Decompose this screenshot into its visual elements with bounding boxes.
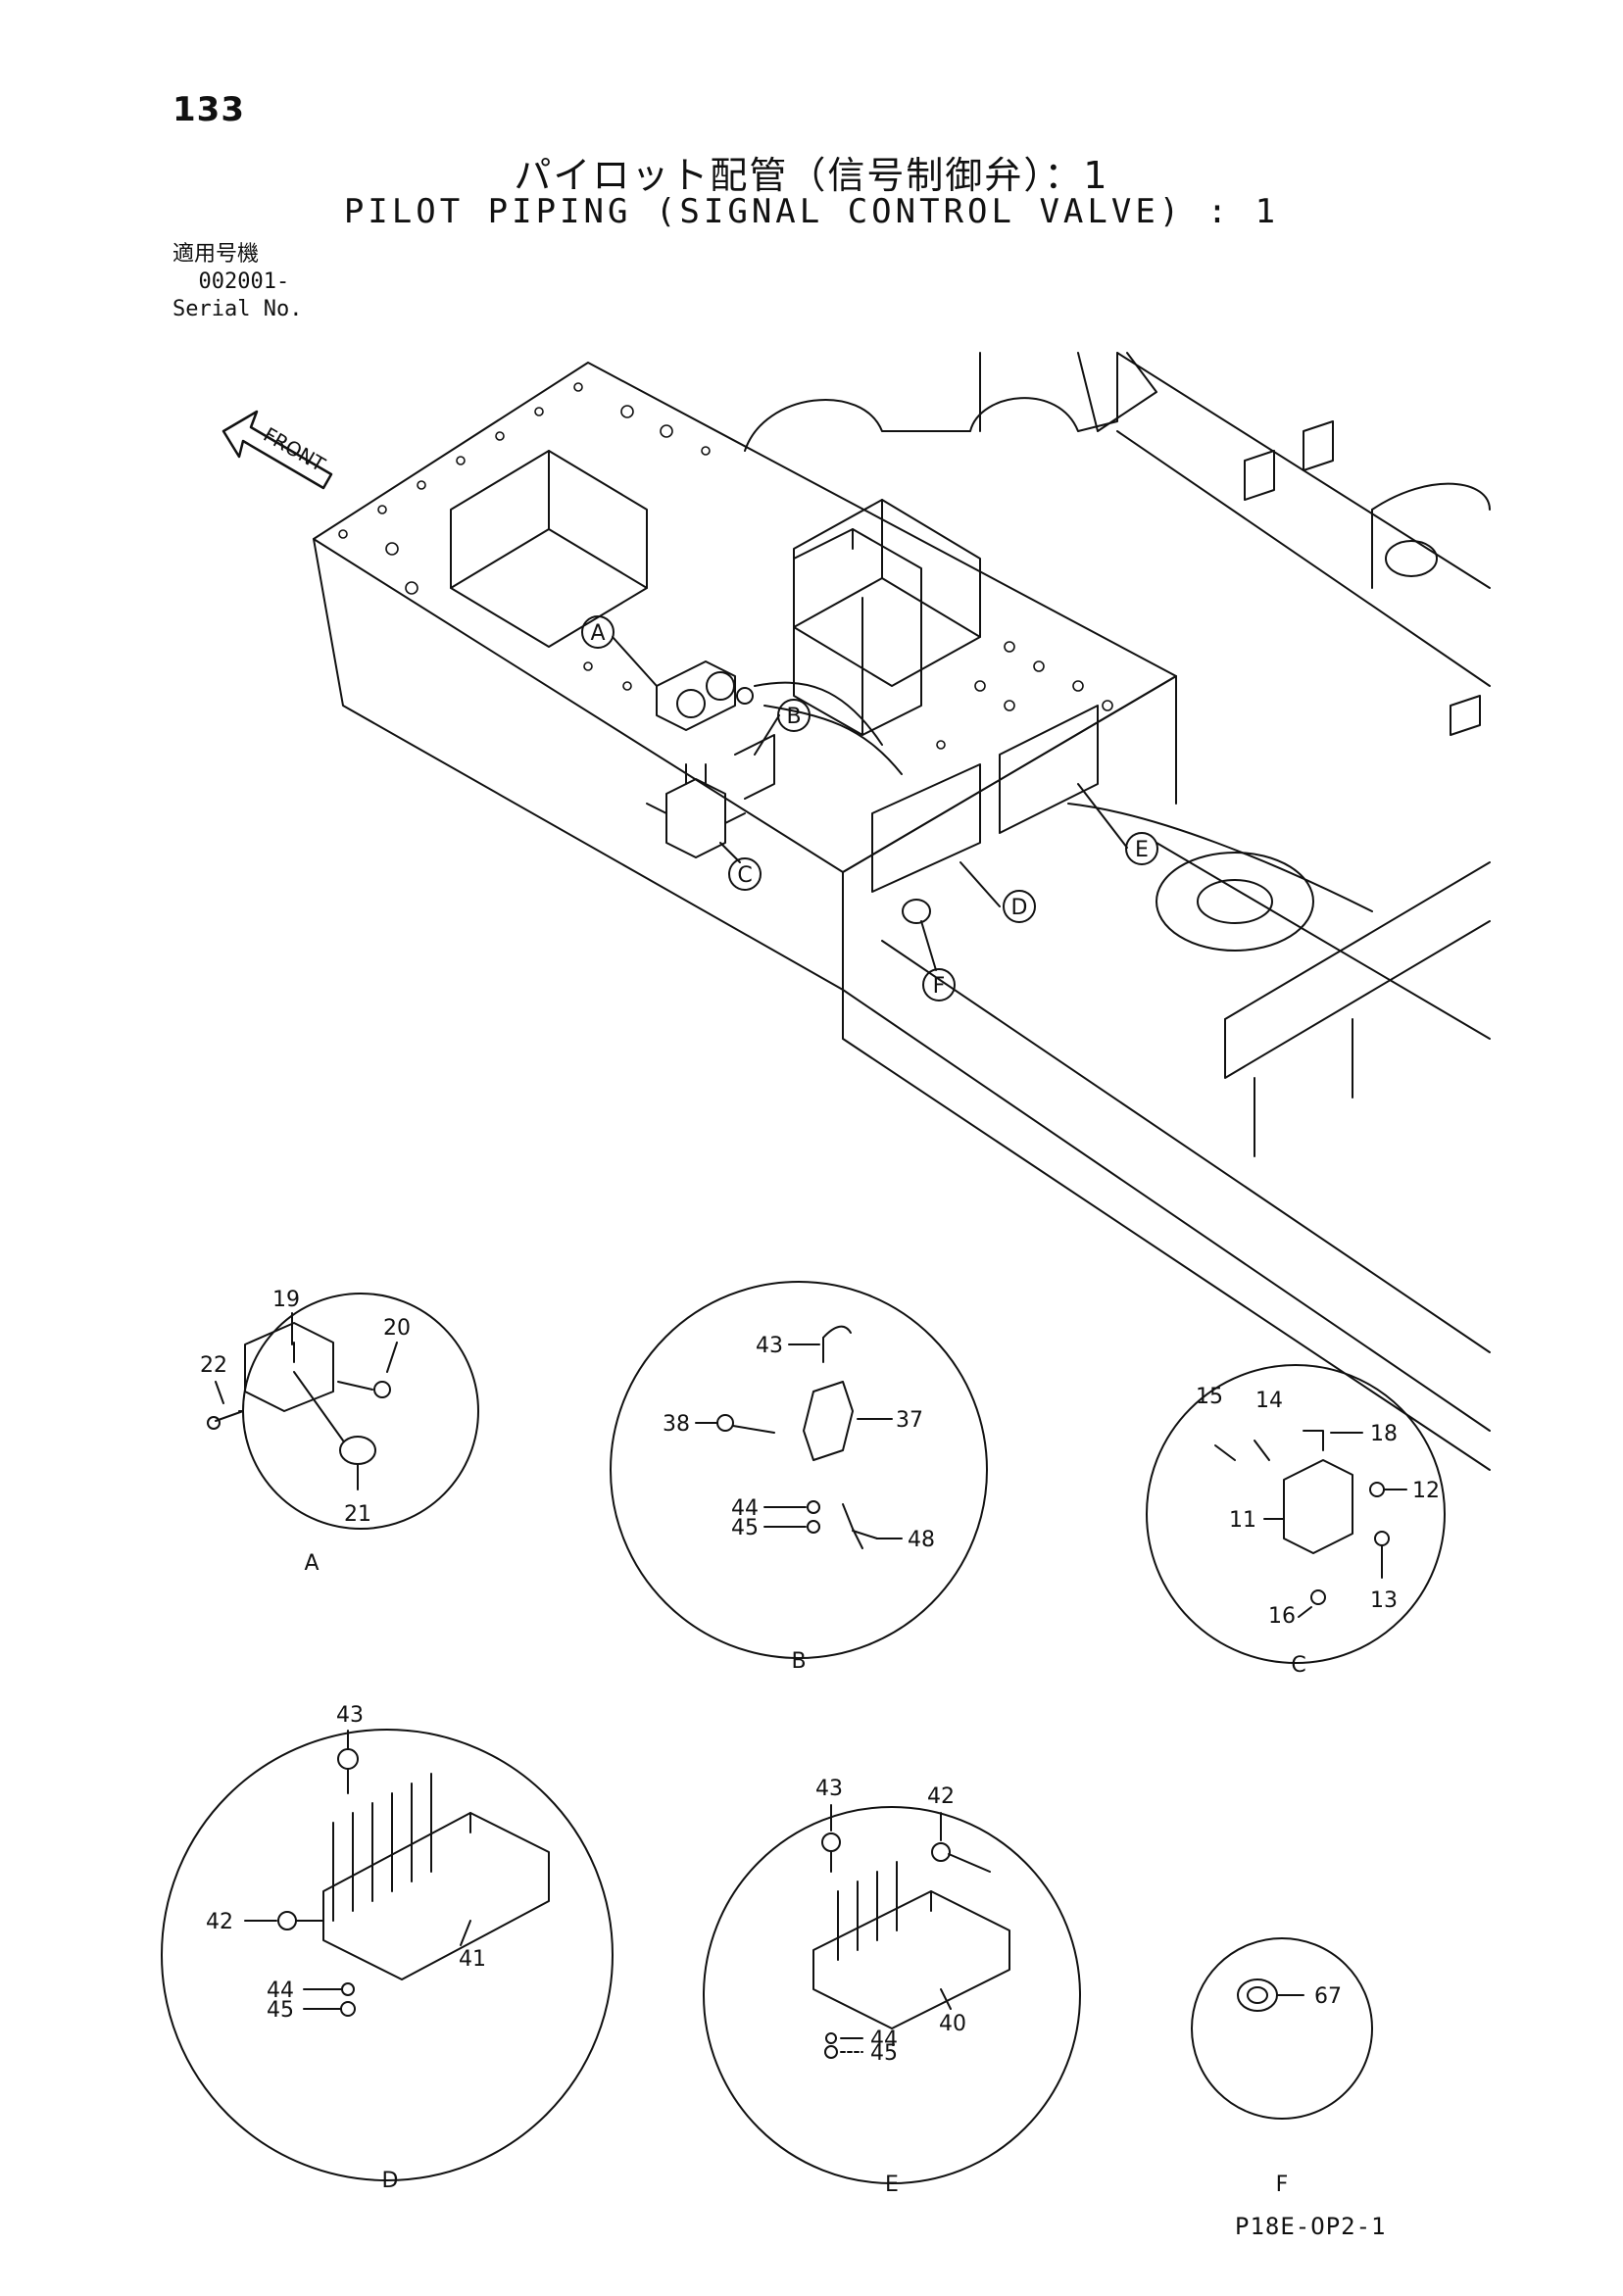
valve-c bbox=[646, 763, 746, 858]
detail-c-label: C bbox=[1291, 1653, 1305, 1678]
detail-e: 43 42 40 44 45 E bbox=[703, 1777, 1081, 2197]
serial-label-jp: 適用号機 bbox=[172, 242, 260, 267]
page-title-english: PILOT PIPING (SIGNAL CONTROL VALVE) : 1 bbox=[343, 192, 1280, 231]
block-d bbox=[871, 763, 981, 893]
detail-f-part-67: 67 bbox=[1314, 1984, 1342, 2009]
detail-e-label: E bbox=[885, 2173, 899, 2197]
detail-b-part-43: 43 bbox=[756, 1334, 783, 1358]
bolt-holes bbox=[338, 382, 1113, 750]
callout-b: B bbox=[786, 705, 801, 729]
detail-a-part-22: 22 bbox=[200, 1353, 227, 1378]
detail-a-label: A bbox=[304, 1551, 319, 1576]
detail-b-part-38: 38 bbox=[663, 1412, 690, 1437]
detail-d: 43 42 41 44 45 D bbox=[161, 1703, 614, 2193]
detail-a-part-21: 21 bbox=[344, 1502, 371, 1527]
bracket-b bbox=[734, 734, 775, 800]
page-number: 133 bbox=[172, 90, 245, 129]
serial-label-en: Serial No. bbox=[172, 297, 303, 321]
callout-e: E bbox=[1135, 838, 1149, 862]
detail-b-part-45: 45 bbox=[731, 1516, 759, 1540]
detail-f-label: F bbox=[1276, 2173, 1289, 2197]
callout-c: C bbox=[737, 863, 752, 888]
detail-b-part-48: 48 bbox=[908, 1528, 935, 1552]
serial-value: 002001- bbox=[198, 269, 290, 294]
detail-b-part-44: 44 bbox=[731, 1496, 759, 1521]
detail-e-part-40: 40 bbox=[939, 2012, 966, 2036]
detail-d-part-43: 43 bbox=[336, 1703, 364, 1728]
detail-c-part-14: 14 bbox=[1255, 1389, 1283, 1413]
detail-a-part-19: 19 bbox=[272, 1288, 300, 1312]
detail-d-part-42: 42 bbox=[206, 1910, 233, 1934]
detail-e-part-45: 45 bbox=[870, 2041, 898, 2066]
overview-callouts bbox=[581, 615, 1158, 1001]
detail-e-part-44: 44 bbox=[870, 2027, 898, 2052]
detail-c-part-12: 12 bbox=[1412, 1479, 1440, 1503]
block-e bbox=[999, 705, 1099, 834]
callout-a: A bbox=[590, 621, 605, 646]
page-title-japanese: パイロット配管（信号制御弁）：1 bbox=[514, 154, 1109, 197]
detail-c-part-11: 11 bbox=[1229, 1508, 1256, 1533]
detail-b-part-37: 37 bbox=[896, 1408, 923, 1433]
detail-c-part-18: 18 bbox=[1370, 1422, 1398, 1446]
detail-f: 67 F bbox=[1191, 1937, 1373, 2197]
detail-c-part-16: 16 bbox=[1268, 1604, 1296, 1629]
detail-a: 19 20 22 21 A bbox=[200, 1288, 479, 1576]
detail-b-label: B bbox=[791, 1649, 806, 1674]
detail-b: 43 38 37 44 45 48 B bbox=[610, 1281, 988, 1674]
valve-a bbox=[656, 660, 754, 731]
callout-f: F bbox=[933, 974, 946, 999]
detail-e-part-43: 43 bbox=[815, 1777, 843, 1801]
detail-d-part-44: 44 bbox=[267, 1978, 294, 2003]
overview-drawing: FRONT bbox=[221, 352, 1491, 1471]
fitting-f bbox=[902, 899, 931, 924]
document-reference: P18E-OP2-1 bbox=[1235, 2213, 1387, 2240]
detail-e-part-42: 42 bbox=[927, 1784, 955, 1809]
detail-a-part-20: 20 bbox=[383, 1316, 411, 1341]
detail-d-part-45: 45 bbox=[267, 1998, 294, 2023]
detail-c: 15 14 18 12 11 16 13 C bbox=[1146, 1364, 1446, 1678]
detail-c-part-13: 13 bbox=[1370, 1588, 1398, 1613]
detail-d-label: D bbox=[382, 2169, 399, 2193]
detail-c-part-15: 15 bbox=[1196, 1385, 1223, 1409]
detail-d-part-41: 41 bbox=[459, 1947, 486, 1972]
front-arrow: FRONT bbox=[221, 410, 333, 490]
callout-d: D bbox=[1011, 896, 1028, 920]
front-label: FRONT bbox=[260, 422, 330, 476]
serial-info: 適用号機 002001- Serial No. bbox=[172, 241, 302, 323]
